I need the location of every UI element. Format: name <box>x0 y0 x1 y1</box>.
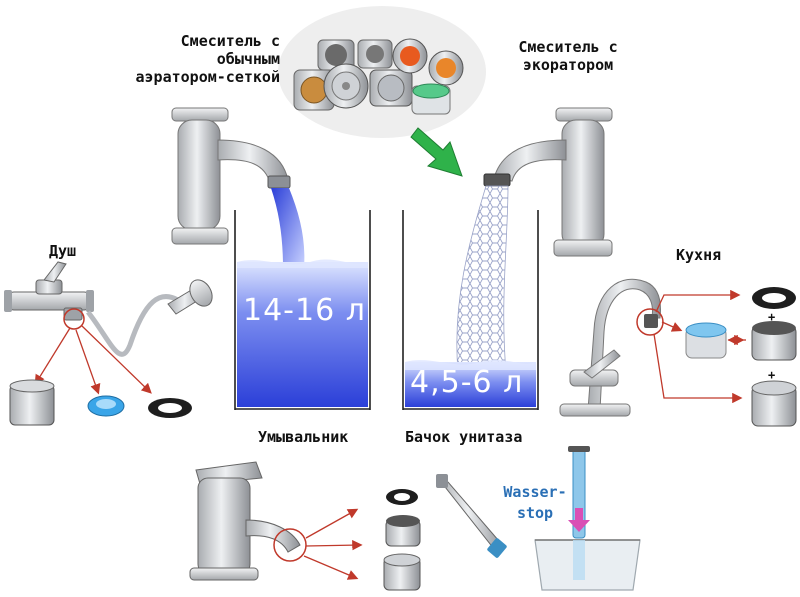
shower-rubber-washer <box>148 398 192 418</box>
shower-mixer <box>4 261 94 321</box>
label-shower: Душ <box>49 242 77 260</box>
sink-arrows <box>303 508 363 580</box>
water-stream-eco <box>456 185 509 373</box>
kitchen-faucet <box>559 278 661 417</box>
green-arrow-icon <box>410 127 463 177</box>
regular-water-container <box>234 210 371 410</box>
cistern-valve-part <box>436 474 507 558</box>
aerators-photo <box>278 6 486 138</box>
kitchen-rubber-washer <box>752 287 796 309</box>
sink-adapter <box>385 515 421 547</box>
shower-arrows <box>34 325 152 395</box>
label-toilet-cistern: Бачок унитаза <box>405 428 523 446</box>
aerator-part <box>369 69 413 107</box>
aerator-part <box>357 39 393 69</box>
shower-blue-insert <box>87 395 125 417</box>
aerator-part <box>411 83 451 115</box>
label-mesh-aerator-mixer: Смеситель с обычным аэратором-сеткой <box>135 32 281 86</box>
shower-highlight-circle <box>63 308 85 330</box>
label-eco-aerator-mixer: Смеситель с экоратором <box>518 38 618 74</box>
aerator-part <box>323 63 369 109</box>
mesh-aerator-faucet <box>171 107 291 245</box>
label-wasserstop: Wasser- stop <box>503 483 567 522</box>
eco-aerator-faucet <box>483 107 613 257</box>
kitchen-blue-insert <box>685 322 727 359</box>
sink-rubber-washer <box>386 489 418 505</box>
volume-eco: 4,5-6 л <box>410 365 524 400</box>
aerator-part <box>293 69 335 111</box>
label-kitchen: Кухня <box>676 246 722 264</box>
eco-water-container <box>402 210 539 410</box>
kitchen-metal-aerator <box>751 380 797 427</box>
kitchen-arrows <box>653 289 746 404</box>
kitchen-adapter <box>751 321 797 361</box>
sink-faucet <box>189 461 301 581</box>
label-sink: Умывальник <box>258 428 349 446</box>
plus-sign-top: + <box>768 310 776 324</box>
pink-arrow-icon <box>568 508 590 532</box>
shower-head <box>167 279 213 315</box>
sink-highlight-circle <box>273 528 307 562</box>
volume-regular: 14-16 л <box>243 293 366 328</box>
aerator-part <box>317 39 355 71</box>
shower-hose <box>86 294 180 357</box>
toilet-cistern <box>534 539 641 591</box>
shower-metal-aerator <box>9 379 55 426</box>
water-stream-regular <box>271 188 305 268</box>
aerator-part <box>428 50 464 86</box>
aerator-part <box>392 38 428 74</box>
plus-sign-bottom: + <box>768 368 776 382</box>
sink-metal-aerator <box>383 553 421 591</box>
